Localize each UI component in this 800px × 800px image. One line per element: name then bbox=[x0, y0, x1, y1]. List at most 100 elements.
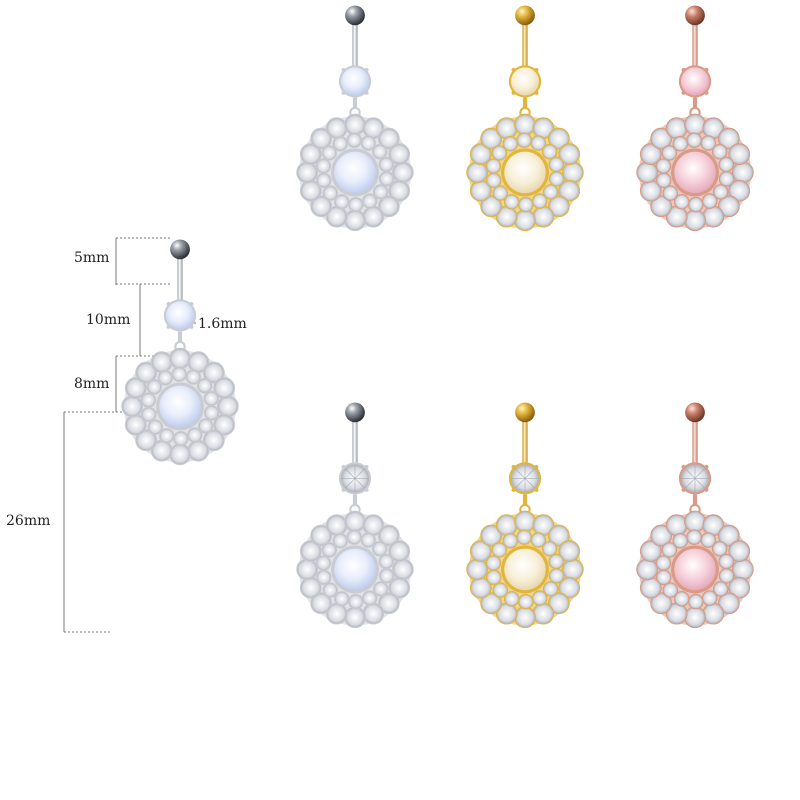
barbell-bar bbox=[177, 249, 183, 302]
top-ball bbox=[685, 5, 705, 26]
middle-crystal bbox=[372, 184, 389, 200]
prong bbox=[341, 90, 346, 95]
outer-crystal bbox=[202, 361, 225, 384]
prong bbox=[341, 464, 346, 470]
outer-crystal bbox=[636, 161, 659, 184]
outer-crystal bbox=[650, 592, 673, 615]
center-opal bbox=[504, 548, 546, 591]
outer-crystal bbox=[469, 540, 492, 563]
outer-crystal bbox=[124, 377, 147, 400]
outer-crystal bbox=[344, 113, 366, 136]
top-opal-gem bbox=[165, 301, 195, 330]
outer-crystal bbox=[388, 179, 411, 202]
outer-crystal bbox=[362, 205, 385, 228]
outer-crystal bbox=[717, 195, 740, 218]
prong bbox=[166, 301, 171, 307]
middle-crystal bbox=[548, 171, 565, 187]
middle-crystal bbox=[372, 581, 389, 597]
middle-crystal bbox=[718, 568, 735, 584]
outer-crystal bbox=[480, 592, 503, 615]
middle-crystal bbox=[531, 590, 548, 606]
crystal-facet bbox=[694, 468, 705, 479]
middle-crystal bbox=[503, 590, 520, 607]
outer-crystal bbox=[558, 540, 581, 563]
outer-crystal bbox=[388, 143, 411, 166]
prong bbox=[364, 464, 369, 470]
middle-crystal bbox=[346, 132, 363, 148]
crystal-facet bbox=[345, 468, 356, 479]
center-opal bbox=[674, 548, 716, 591]
outer-crystal bbox=[558, 179, 581, 202]
middle-crystal bbox=[517, 593, 534, 610]
outer-crystal bbox=[480, 195, 503, 218]
barbell-bar bbox=[522, 15, 528, 68]
prong bbox=[364, 90, 369, 95]
middle-crystal bbox=[655, 158, 672, 174]
middle-crystal bbox=[531, 193, 548, 209]
middle-crystal bbox=[701, 590, 718, 606]
outer-crystal bbox=[169, 443, 191, 466]
middle-crystal bbox=[661, 145, 678, 161]
middle-crystal bbox=[485, 569, 502, 586]
middle-crystal bbox=[662, 582, 679, 598]
outer-crystal bbox=[650, 127, 673, 150]
prong bbox=[364, 487, 369, 492]
outer-crystal bbox=[135, 429, 158, 452]
crystal-facet bbox=[694, 478, 705, 489]
crystal-facet bbox=[685, 478, 696, 489]
middle-crystal bbox=[712, 184, 729, 200]
middle-crystal bbox=[485, 555, 502, 571]
outer-crystal bbox=[310, 524, 333, 547]
middle-crystal bbox=[673, 590, 690, 607]
middle-crystal bbox=[541, 540, 558, 557]
prong bbox=[681, 464, 686, 470]
middle-crystal bbox=[146, 379, 163, 395]
dim-label-gauge: 1.6mm bbox=[198, 316, 247, 332]
middle-crystal bbox=[140, 392, 157, 408]
outer-crystal bbox=[514, 606, 536, 629]
outer-crystal bbox=[310, 195, 333, 218]
outer-crystal bbox=[391, 558, 414, 581]
middle-crystal bbox=[371, 143, 388, 160]
outer-crystal bbox=[362, 602, 385, 625]
outer-crystal bbox=[561, 558, 584, 581]
outer-crystal bbox=[121, 395, 144, 418]
prong bbox=[511, 464, 516, 470]
middle-crystal bbox=[322, 185, 339, 201]
outer-crystal bbox=[325, 117, 348, 140]
outer-crystal bbox=[310, 127, 333, 150]
middle-crystal bbox=[516, 529, 533, 545]
middle-crystal bbox=[347, 593, 364, 610]
middle-crystal bbox=[492, 582, 509, 598]
outer-crystal bbox=[480, 524, 503, 547]
prong bbox=[534, 487, 539, 492]
middle-crystal bbox=[686, 132, 703, 148]
link bbox=[352, 494, 358, 506]
top-ball bbox=[345, 402, 365, 423]
middle-crystal bbox=[378, 553, 395, 570]
specimen-piece bbox=[121, 239, 239, 466]
prong bbox=[341, 67, 346, 73]
jewelry-variant-3 bbox=[636, 5, 754, 232]
outer-crystal bbox=[388, 540, 411, 563]
outer-crystal bbox=[344, 510, 366, 533]
outer-crystal bbox=[639, 540, 662, 563]
middle-crystal bbox=[686, 529, 703, 545]
dim-label-dangle: 26mm bbox=[6, 513, 51, 529]
jewelry-variant-2 bbox=[466, 5, 584, 232]
jewelry-variant-6 bbox=[636, 402, 754, 629]
middle-crystal bbox=[485, 158, 502, 174]
prong bbox=[166, 324, 171, 329]
middle-crystal bbox=[502, 135, 519, 152]
outer-crystal bbox=[514, 510, 536, 533]
outer-crystal bbox=[728, 540, 751, 563]
outer-crystal bbox=[480, 127, 503, 150]
crystal-facet bbox=[685, 468, 696, 479]
middle-crystal bbox=[530, 135, 547, 151]
outer-crystal bbox=[717, 127, 740, 150]
middle-crystal bbox=[503, 193, 520, 210]
outer-crystal bbox=[636, 558, 659, 581]
link bbox=[522, 494, 528, 506]
dim-label-ball: 5mm bbox=[74, 250, 110, 266]
